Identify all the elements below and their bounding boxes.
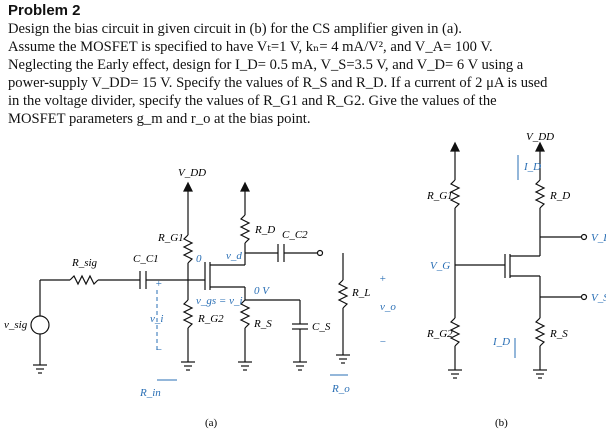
rin-label: R_in: [139, 387, 161, 399]
problem-line-4: power-supply V_DD= 15 V. Specify the val…: [8, 75, 548, 91]
b-id-bot-label: I_D: [492, 336, 510, 348]
b-vg-label: V_G: [430, 260, 450, 272]
vo-minus: −: [379, 336, 386, 348]
vgs-label: v_gs = v_i: [196, 295, 243, 307]
cc2-label: C_C2: [282, 229, 308, 241]
rl-label: R_L: [351, 287, 370, 299]
caption-b: (b): [495, 417, 508, 429]
a-vdd-label: V_DD: [178, 167, 206, 179]
b-vdd-label: V_DD: [526, 131, 554, 143]
rsig-resistor: [69, 274, 99, 286]
vo-plus: +: [379, 273, 386, 285]
a-rs-label: R_S: [253, 318, 272, 330]
b-vs-label: V_S: [591, 292, 606, 304]
problem-line-1: Design the bias circuit in given circuit…: [8, 21, 462, 37]
b-rg2-label: R_G2: [426, 328, 453, 340]
vi-minus: −: [155, 344, 162, 356]
vo-label: v_o: [380, 301, 396, 313]
vi-label: v_i: [150, 313, 163, 325]
vsig-label: v_sig: [4, 319, 28, 331]
problem-line-6: MOSFET parameters g_m and r_o at the bia…: [8, 111, 311, 127]
zerov-label: 0 V: [254, 285, 270, 297]
caption-a: (a): [205, 417, 218, 429]
problem-statement: Problem 2 Design the bias circuit in giv…: [8, 2, 600, 128]
vi-plus: +: [155, 278, 162, 290]
problem-body: Design the bias circuit in given circuit…: [8, 20, 600, 128]
problem-title: Problem 2: [8, 2, 81, 19]
a-rd-label: R_D: [254, 224, 275, 236]
zero-label: 0: [196, 253, 202, 265]
vd-label: v_d: [226, 250, 242, 262]
b-rd-label: R_D: [549, 190, 570, 202]
cc1-label: C_C1: [133, 253, 159, 265]
b-id-top-label: I_D: [523, 161, 541, 173]
problem-line-3: Neglecting the Early effect, design for …: [8, 57, 524, 73]
problem-line-5: in the voltage divider, specify the valu…: [8, 93, 497, 109]
vsig-source: [30, 315, 50, 335]
ro-label: R_o: [331, 383, 350, 395]
rsig-label: R_sig: [71, 257, 98, 269]
b-rg1-label: R_G1: [426, 190, 453, 202]
b-vd-label: V_D: [591, 232, 606, 244]
problem-line-2: Assume the MOSFET is specified to have V…: [8, 39, 493, 55]
cs-label: C_S: [312, 321, 331, 333]
b-rs-label: R_S: [549, 328, 568, 340]
a-rg1-label: R_G1: [157, 232, 184, 244]
a-rg2-label: R_G2: [197, 313, 224, 325]
